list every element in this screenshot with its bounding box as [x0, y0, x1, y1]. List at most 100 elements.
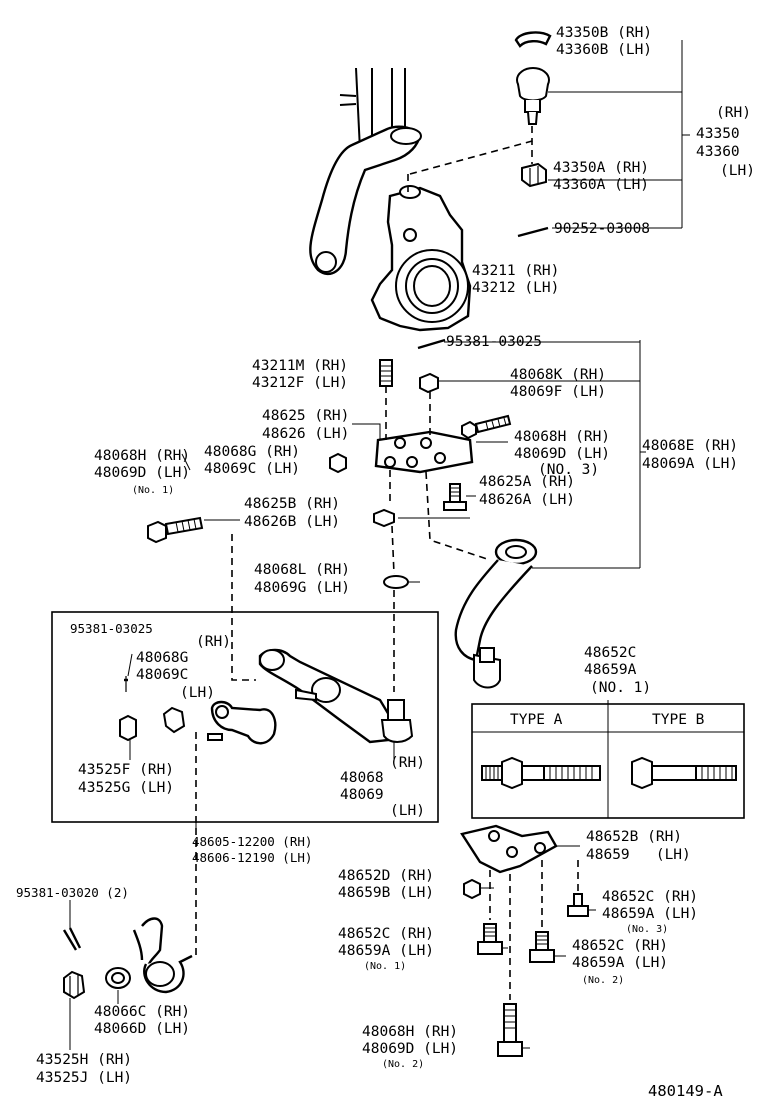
label-lower-arm-rh: 48605-12200 (RH)	[192, 834, 312, 849]
label-box-bush-2: 48069C	[136, 667, 188, 683]
label-box-nut-rh: 43525F (RH)	[78, 762, 174, 778]
lower-arm-end	[132, 917, 193, 994]
label-knuckle-rh: 43211 (RH)	[472, 263, 559, 279]
label-bolt-c1-no: (No. 1)	[364, 961, 406, 972]
bolt-c1	[477, 923, 503, 955]
steering-knuckle	[370, 185, 472, 332]
label-type-a: TYPE A	[510, 712, 563, 728]
dashed-connections	[195, 126, 537, 960]
label-nut-d-rh: 48652D (RH)	[338, 868, 434, 884]
dashed-connections-lower	[489, 860, 579, 1000]
label-knuckle-lh: 43212 (LH)	[472, 280, 559, 296]
bolt-h1	[147, 516, 204, 544]
label-bolt-c3-no: (No. 3)	[626, 924, 668, 935]
label-bolt-c3-lh: 48659A (LH)	[602, 906, 698, 922]
label-nut-low-rh: 43525H (RH)	[36, 1052, 132, 1068]
label-bolt-c1-rh: 48652C (RH)	[338, 926, 434, 942]
label-cam-no: (NO. 1)	[590, 680, 651, 696]
strut-bracket	[374, 430, 474, 474]
strut-knuckle-arm	[309, 67, 422, 276]
label-stud-lh: 43212F (LH)	[252, 375, 348, 391]
snap-ring	[514, 31, 552, 48]
washer-b	[373, 508, 395, 528]
label-snap-ring-lh: 43360B (LH)	[556, 42, 652, 58]
label-stud-rh: 43211M (RH)	[252, 358, 348, 374]
label-bolt-h3-lh: 48069D (LH)	[514, 446, 610, 462]
label-box-arm-1: 48068	[340, 770, 384, 786]
label-ball-joint-lh: (LH)	[720, 163, 755, 179]
bolt-h3	[461, 414, 512, 440]
label-bolt-h1-rh: 48068H (RH)	[94, 448, 190, 464]
label-bolt-h2-lh: 48069D (LH)	[362, 1041, 458, 1057]
label-box-lh: (LH)	[180, 685, 215, 701]
label-castle-nut-rh: 43350A (RH)	[553, 160, 649, 176]
label-bolt-c1-lh: 48659A (LH)	[338, 943, 434, 959]
callout-labels: 43350B (RH) 43360B (LH) (RH) 43350 43360…	[16, 25, 755, 1100]
bolt-a	[443, 483, 467, 511]
lower-arm-inset	[51, 611, 439, 823]
drawing-number: 480149-A	[648, 1082, 723, 1100]
label-cotter-mid: 95381-03025	[446, 334, 542, 350]
label-bolt-h3-no: (NO. 3)	[538, 462, 599, 478]
label-plate-lh: 48659 (LH)	[586, 847, 691, 863]
label-cotter-top: 90252-03008	[554, 221, 650, 237]
label-bolt-a-lh: 48626A (LH)	[479, 492, 575, 508]
cam-bolt-type-table	[471, 703, 745, 819]
type-b-bolt-drawing	[631, 756, 737, 790]
label-bolt-h1-lh: 48069D (LH)	[94, 465, 190, 481]
type-a-bolt-drawing	[481, 756, 601, 790]
label-nut-d-lh: 48659B (LH)	[338, 885, 434, 901]
label-ball-joint-2: 43360	[696, 144, 740, 160]
label-arm-assy-lh: 48069A (LH)	[642, 456, 738, 472]
label-bolt-a-rh: 48625A (RH)	[479, 474, 575, 490]
label-bolt-c2-lh: 48659A (LH)	[572, 955, 668, 971]
label-arm-assy-rh: 48068E (RH)	[642, 438, 738, 454]
washer-l	[383, 575, 409, 589]
label-cam-2: 48659A	[584, 662, 637, 678]
label-bolt-c2-no: (No. 2)	[582, 975, 624, 986]
nut-k	[419, 372, 439, 394]
label-cotter-low: 95381-03020 (2)	[16, 885, 129, 900]
bush-low	[105, 967, 131, 989]
leader-lines	[69, 40, 690, 1050]
cotter-pin-low	[62, 927, 82, 951]
label-bush-low-lh: 48066D (LH)	[94, 1021, 190, 1037]
label-washer-l-rh: 48068L (RH)	[254, 562, 350, 578]
label-bolt-h1-no: (No. 1)	[132, 485, 174, 496]
label-box-bush-1: 48068G	[136, 650, 188, 666]
label-box-arm-2: 48069	[340, 787, 384, 803]
label-washer-b-rh: 48625B (RH)	[244, 496, 340, 512]
cotter-pin-top	[517, 226, 549, 238]
label-nut-k-rh: 48068K (RH)	[510, 367, 606, 383]
label-nut-k-lh: 48069F (LH)	[510, 384, 606, 400]
label-ball-joint-1: 43350	[696, 126, 740, 142]
label-bracket-lh: 48626 (LH)	[262, 426, 349, 442]
label-box-cotter: 95381-03025	[70, 621, 153, 636]
castle-nut	[521, 162, 547, 188]
label-castle-nut-lh: 43360A (LH)	[553, 177, 649, 193]
label-type-b: TYPE B	[652, 712, 705, 728]
label-bracket-rh: 48625 (RH)	[262, 408, 349, 424]
label-ball-joint-rh: (RH)	[716, 105, 751, 121]
label-nut-g-rh: 48068G (RH)	[204, 444, 300, 460]
bolt-c2	[529, 931, 555, 963]
label-box-arm-rh: (RH)	[390, 755, 425, 771]
label-box-nut-lh: 43525G (LH)	[78, 780, 174, 796]
label-bolt-c3-rh: 48652C (RH)	[602, 889, 698, 905]
label-washer-l-lh: 48069G (LH)	[254, 580, 350, 596]
label-bush-low-rh: 48066C (RH)	[94, 1004, 190, 1020]
nut-d	[463, 878, 481, 900]
label-bolt-h3-rh: 48068H (RH)	[514, 429, 610, 445]
nut-low	[63, 970, 86, 1000]
bolt-h2	[497, 1003, 523, 1057]
label-nut-g-lh: 48069C (LH)	[204, 461, 300, 477]
label-bolt-c2-rh: 48652C (RH)	[572, 938, 668, 954]
label-washer-b-lh: 48626B (LH)	[244, 514, 340, 530]
label-box-rh: (RH)	[196, 634, 231, 650]
cotter-pin-mid	[417, 338, 446, 350]
stud	[379, 359, 393, 387]
nut-g	[329, 452, 347, 474]
label-box-arm-lh: (LH)	[390, 803, 425, 819]
